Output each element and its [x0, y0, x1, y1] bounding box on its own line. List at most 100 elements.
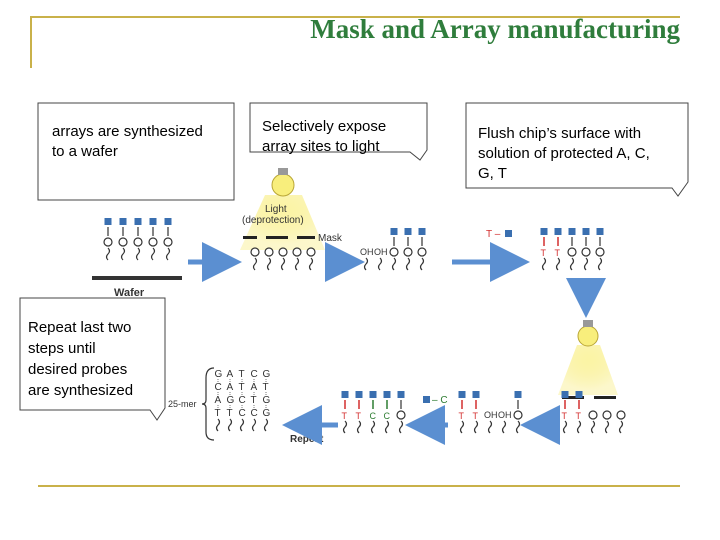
probe-site — [389, 247, 399, 257]
protect-group — [383, 391, 391, 398]
callout-repeat-line-2: steps until — [28, 340, 96, 357]
stage-wafer: Wafer — [92, 218, 182, 299]
callout-flush-line-2: solution of protected A, C, — [478, 145, 650, 162]
final-base-letter: G — [215, 369, 223, 380]
linker-squiggle — [604, 420, 610, 434]
stage-expose: Light (deprotection) Mask — [240, 168, 343, 271]
bulb-base-icon-2 — [583, 320, 593, 327]
light-bulb-icon-2 — [577, 325, 599, 347]
linker-squiggle — [569, 257, 575, 271]
linker-squiggle — [308, 257, 314, 271]
base-letter: T — [562, 411, 568, 421]
protect-group — [397, 391, 405, 398]
linker-squiggle — [239, 418, 245, 432]
callout-repeat-line-4: are synthesized — [28, 382, 133, 399]
protect-group — [149, 218, 157, 225]
linker-squiggle — [356, 420, 362, 434]
protect-group — [568, 228, 576, 235]
protect-group — [104, 218, 112, 225]
linker-squiggle — [501, 420, 507, 434]
probe-site — [581, 247, 591, 257]
protect-group — [582, 228, 590, 235]
final-base-letter: G — [263, 408, 271, 419]
protect-group — [134, 218, 142, 225]
probe-site — [602, 410, 612, 420]
mer-label: 25-mer — [168, 399, 197, 409]
final-base-letter: C — [251, 369, 258, 380]
probe-site — [103, 237, 113, 247]
callout-wafer-line-2: to a wafer — [52, 143, 118, 160]
linker-squiggle — [398, 420, 404, 434]
final-base-letter: G — [227, 395, 235, 406]
base-letter: T — [555, 248, 561, 258]
slide-title: Mask and Array manufacturing — [310, 14, 680, 44]
final-base-letter: T — [239, 369, 245, 380]
base-letter: C — [370, 411, 377, 421]
base-letter: T — [459, 411, 465, 421]
linker-squiggle — [583, 257, 589, 271]
base-letter: T — [356, 411, 362, 421]
callout-flush: Flush chip’s surface with solution of pr… — [465, 102, 689, 197]
probe-site — [567, 247, 577, 257]
final-base-letter: C — [251, 408, 258, 419]
linker-squiggle — [363, 257, 369, 271]
light-beam-2 — [558, 345, 618, 395]
linker-squiggle — [419, 257, 425, 271]
probe-site — [403, 247, 413, 257]
protect-group — [554, 228, 562, 235]
mask-bar — [243, 236, 315, 239]
linker-squiggle — [342, 420, 348, 434]
linker-squiggle — [294, 257, 300, 271]
probe-site — [278, 247, 288, 257]
final-base-letter: A — [251, 382, 258, 393]
light-label: Light — [265, 204, 287, 215]
linker-squiggle — [562, 420, 568, 434]
mask-label: Mask — [318, 233, 343, 244]
oh-group: OH — [374, 247, 388, 257]
linker-squiggle — [541, 257, 547, 271]
probe-site — [513, 410, 523, 420]
probe-site — [163, 237, 173, 247]
probe-site — [306, 247, 316, 257]
probe-site — [616, 410, 626, 420]
linker-squiggle — [487, 420, 493, 434]
linker-squiggle — [590, 420, 596, 434]
callout-expose-line-1: Selectively expose — [262, 118, 386, 135]
base-letter: C — [384, 411, 391, 421]
final-base-letter: C — [239, 408, 246, 419]
final-base-letter: G — [263, 369, 271, 380]
frame-left-rule — [30, 16, 32, 68]
reagent-c-label: – C — [432, 395, 448, 406]
reagent-t-label: T – — [486, 229, 501, 240]
linker-squiggle — [576, 420, 582, 434]
final-base-letter: C — [239, 395, 246, 406]
frame-top-rule — [30, 16, 680, 18]
linker-squiggle — [370, 420, 376, 434]
linker-squiggle — [215, 418, 221, 432]
oh-group: OH — [498, 410, 512, 420]
oh-group: OH — [484, 410, 498, 420]
oh-group: OH — [360, 247, 374, 257]
flow-arrows — [188, 242, 606, 445]
callout-expose: Selectively expose array sites to light — [249, 102, 428, 161]
final-bracket — [201, 367, 215, 441]
probe-site — [250, 247, 260, 257]
probe-site — [417, 247, 427, 257]
probe-site — [148, 237, 158, 247]
callout-repeat-line-1: Repeat last two — [28, 319, 131, 336]
final-base-letter: C — [215, 382, 222, 393]
callout-wafer-line-1: arrays are synthesized — [52, 123, 203, 140]
final-base-letter: A — [227, 369, 234, 380]
linker-squiggle — [391, 257, 397, 271]
probe-site — [264, 247, 274, 257]
probe-site — [292, 247, 302, 257]
final-base-letter: T — [251, 395, 257, 406]
protect-group — [355, 391, 363, 398]
linker-squiggle — [384, 420, 390, 434]
mask-bar-2 — [562, 396, 616, 399]
protect-group — [575, 391, 583, 398]
